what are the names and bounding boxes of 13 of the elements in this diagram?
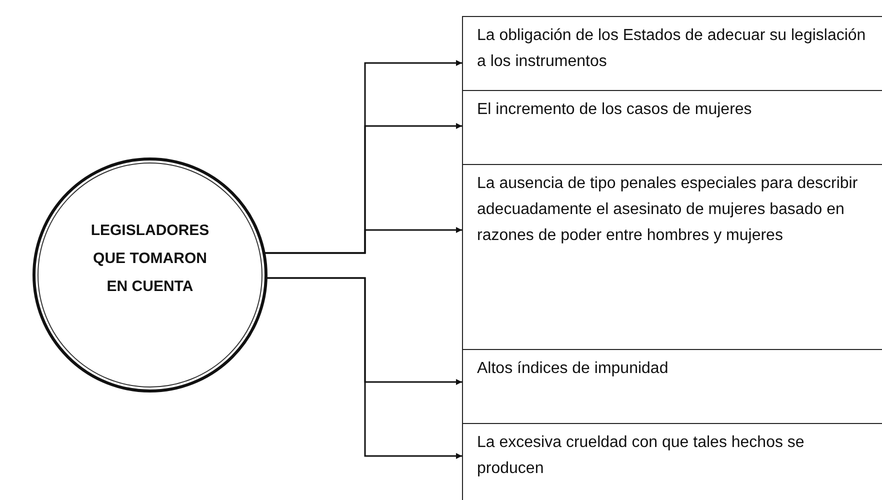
text-box [462, 164, 882, 349]
node-text: La ausencia de tipo penales especiales para describir adecuadamente el asesinato de mujeres basado en razones de poder entre hombres y mujeres [477, 174, 859, 246]
node-text: El incremento de los casos de mujeres [477, 100, 753, 120]
text-box [462, 90, 882, 164]
connector-arrow [264, 227, 462, 254]
node-text: LEGISLADORES QUE TOMARON EN CUENTA [90, 221, 210, 297]
connector-arrow [266, 277, 462, 459]
text-box [462, 16, 882, 90]
node-text: La obligación de los Estados de adecuar su legislación a los instrumentos [477, 26, 867, 72]
node-text: La excesiva crueldad con que tales hechos se producen [477, 433, 806, 479]
text-box [462, 423, 882, 500]
node-text: Altos índices de impunidad [477, 359, 670, 379]
text-box [462, 349, 882, 423]
